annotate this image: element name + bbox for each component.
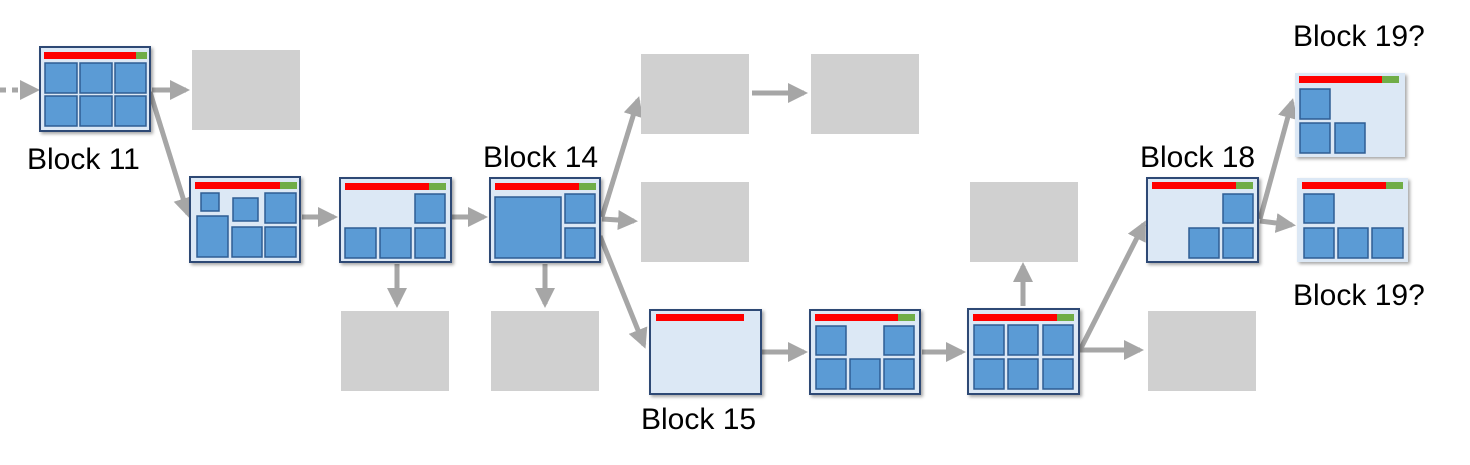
empty-block <box>811 54 919 134</box>
block-11 <box>39 46 151 132</box>
arrow-b18-to-b19b <box>1259 213 1296 233</box>
arrow-b14-to-b15 <box>597 235 648 349</box>
block-14 <box>489 177 601 263</box>
block-12 <box>189 176 301 263</box>
block-13 <box>339 177 452 263</box>
block-17 <box>967 308 1080 395</box>
block-15 <box>649 309 762 395</box>
block-14-label: Block 14 <box>483 141 599 174</box>
block-19-bottom-label: Block 19? <box>1293 279 1425 312</box>
arrow-b17-to-b18 <box>1077 220 1147 352</box>
block-19-top-label: Block 19? <box>1293 20 1425 53</box>
block-15-label: Block 15 <box>641 403 757 436</box>
empty-block <box>1148 311 1256 391</box>
block-11-label: Block 11 <box>27 143 140 176</box>
arrow-b18-to-b19a <box>1257 98 1298 220</box>
block-19-candidate-top <box>1295 73 1405 157</box>
empty-block <box>192 50 300 130</box>
block-19-candidate-bottom <box>1297 178 1408 262</box>
arrow-b14-right <box>601 210 638 230</box>
empty-block <box>341 311 449 391</box>
block-16 <box>809 309 921 395</box>
arrow-b14-up-right <box>599 96 643 218</box>
block-18-label: Block 18 <box>1140 141 1256 174</box>
empty-block <box>491 311 599 391</box>
empty-block <box>970 182 1078 262</box>
empty-block <box>641 54 749 134</box>
arrow-b11-to-b12 <box>147 91 193 218</box>
empty-block <box>641 182 749 262</box>
block-18 <box>1146 177 1259 263</box>
